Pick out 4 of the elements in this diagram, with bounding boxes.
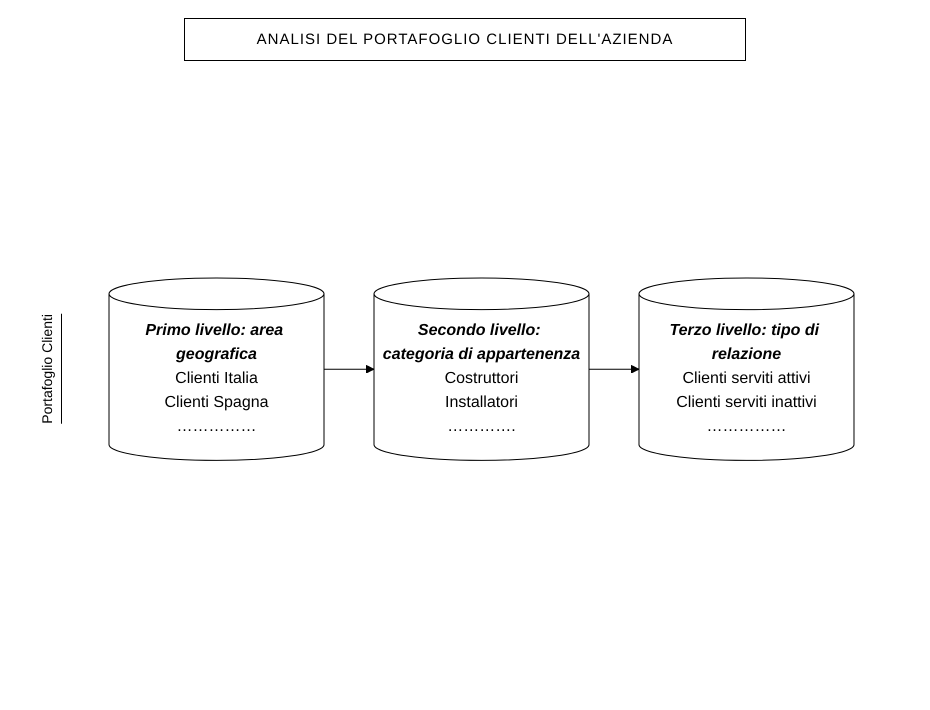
title-box: ANALISI DEL PORTAFOGLIO CLIENTI DELL'AZIENDA bbox=[184, 18, 746, 61]
arrow bbox=[588, 364, 640, 374]
bracket-label: Portafoglio Clienti bbox=[38, 314, 62, 424]
arrow bbox=[324, 364, 374, 374]
